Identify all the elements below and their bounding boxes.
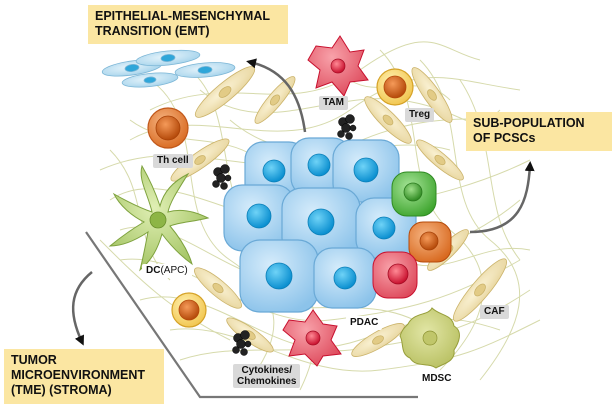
treg-label: Treg [405,108,435,122]
emt-cells [101,49,236,88]
treg-cell [376,68,414,106]
dc-label-main: DC [146,265,161,276]
pcsc-box-line-2: OF PCSCs [473,131,536,145]
red-tumor-cell [372,251,418,299]
dendritic-cell [108,164,210,272]
pcsc-box-line-1: SUB-POPULATION [473,116,585,130]
cytokines-label-line-1: Cytokines/ [241,365,293,376]
tam-label: TAM [319,96,348,110]
tam-cell [307,35,369,97]
lymphocyte-cell [171,292,207,328]
tme-box-line-1: TUMOR [11,353,57,367]
tumor-nuclei [246,153,396,290]
th-cell-label: Th cell [153,154,193,168]
cytokine-cluster-icon [212,114,357,356]
pcsc-box: SUB-POPULATION OF PCSCs [466,112,612,151]
dc-label: DC(APC) [142,264,192,278]
orange-cell [408,221,452,263]
mdsc-cell [399,307,460,369]
green-cell [391,171,437,217]
tme-box-line-2: MICROENVIRONMENT [11,368,146,382]
emt-arrow [246,58,307,133]
th-cell [147,107,189,149]
cytokines-label-line-2: Chemokines [237,376,297,387]
cytokines-label: Cytokines/ Chemokines [233,364,301,388]
tumor-mass [223,137,452,313]
tam-cell-lower [282,309,342,367]
caf-label: CAF [480,305,509,319]
dc-label-suffix: (APC) [160,265,188,276]
emt-box-line-2: TRANSITION (EMT) [95,24,210,38]
emt-box-line-1: EPITHELIAL-MESENCHYMAL [95,9,270,23]
arrow-icon [71,58,535,346]
pdac-label: PDAC [346,316,383,330]
pcsc-arrow [469,161,535,234]
stroma-boundary [85,231,418,399]
emt-box: EPITHELIAL-MESENCHYMAL TRANSITION (EMT) [88,5,288,44]
tme-box-line-3: (TME) (STROMA) [11,383,112,397]
tme-arrow [71,271,93,346]
tme-box: TUMOR MICROENVIRONMENT (TME) (STROMA) [4,349,164,404]
mdsc-label: MDSC [418,372,456,386]
